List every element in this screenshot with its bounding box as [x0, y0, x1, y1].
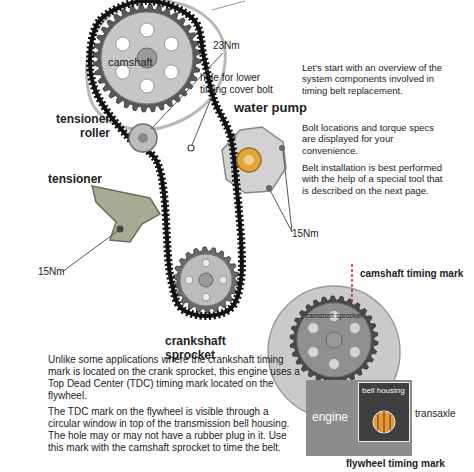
inset-sprocket — [290, 296, 378, 384]
gear-teeth — [173, 247, 239, 313]
gear-hole — [185, 276, 193, 284]
torque-spec: 15Nm — [292, 228, 332, 240]
flywheel-window — [373, 411, 395, 433]
leader-line — [270, 190, 292, 232]
bolt-symbol — [266, 185, 272, 191]
camshaft-gear — [93, 4, 201, 112]
gear-hole — [140, 23, 154, 37]
gear-hub — [326, 332, 342, 348]
gear-hole — [140, 79, 154, 93]
gear-body — [297, 303, 371, 377]
part-label: water pump — [234, 100, 324, 116]
gear-teeth — [93, 4, 201, 112]
leader-line — [62, 230, 119, 272]
bolt-symbol — [279, 145, 285, 151]
gear-hole — [116, 37, 130, 51]
gear-hole — [349, 323, 360, 334]
torque-spec: 23Nm — [213, 40, 253, 52]
crankshaft-gear — [173, 247, 239, 313]
gear-body — [180, 254, 232, 306]
callout-label: hole for lower timing cover bolt — [200, 72, 288, 96]
gear-hole — [349, 347, 360, 358]
gear-hole — [329, 359, 340, 370]
timing-mark-line — [351, 264, 353, 302]
note-paragraph: Let's start with an overview of the syst… — [302, 62, 450, 96]
part-label: camshaft sprocket — [304, 312, 364, 320]
gear-teeth — [290, 296, 378, 384]
mark-label: camshaft timing mark — [360, 268, 472, 280]
mark-label: flywheel timing mark — [346, 458, 471, 470]
gear-hole — [164, 37, 178, 51]
block-label: bell housing — [362, 386, 405, 395]
tensioner-bracket — [92, 186, 160, 242]
pulley-hub — [244, 155, 254, 165]
note-paragraph: The TDC mark on the flywheel is visible … — [48, 406, 303, 454]
gear-hole — [202, 259, 210, 267]
note-paragraph: Unlike some applications where the crank… — [48, 354, 303, 402]
gear-hole — [308, 323, 319, 334]
flywheel-tooth — [377, 414, 379, 430]
flywheel-tooth — [389, 414, 391, 430]
water-pump-pulley — [237, 148, 261, 172]
gear-body — [101, 12, 193, 104]
torque-spec: 15Nm — [38, 266, 78, 278]
note-paragraph: Bolt locations and torque specs are disp… — [302, 122, 450, 156]
block-label: engine — [312, 410, 348, 424]
gear-hole — [202, 293, 210, 301]
leader-line — [283, 151, 292, 232]
part-label: tensioner — [48, 172, 128, 186]
part-label: tensioner roller — [44, 112, 110, 141]
part-label: transaxle — [415, 408, 473, 420]
bell-housing-box: bell housing — [358, 382, 410, 442]
engine-block: engine bell housing — [306, 380, 412, 456]
tensioner-roller — [129, 124, 157, 152]
roller-hub — [138, 133, 148, 143]
flywheel-tooth — [383, 411, 385, 433]
gear-hole — [308, 347, 319, 358]
bolt-hole — [188, 145, 194, 151]
leader-line — [192, 96, 212, 145]
part-label: camshaft — [108, 56, 178, 69]
gear-hole — [164, 65, 178, 79]
note-paragraph: Belt installation is best performed with… — [302, 162, 450, 196]
gear-hole — [219, 276, 227, 284]
leader-line — [212, 1, 245, 10]
gear-hub — [199, 273, 213, 287]
